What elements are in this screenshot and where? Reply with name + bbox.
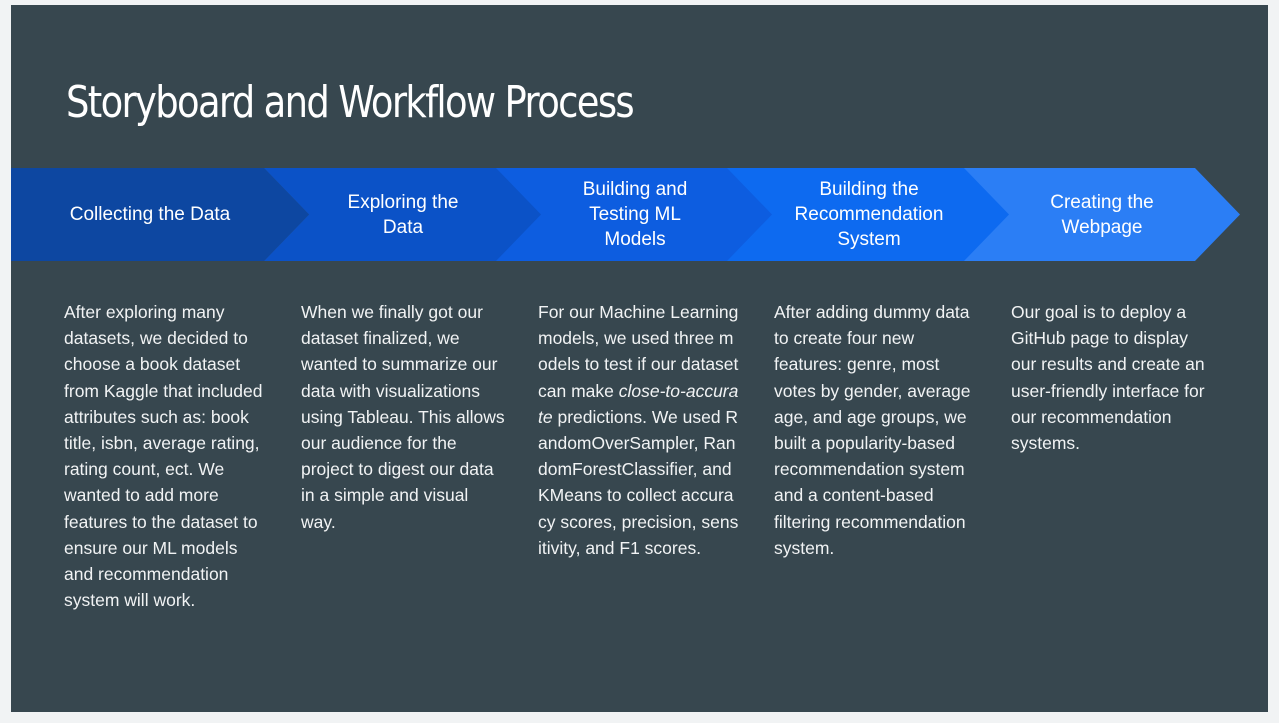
step-building-ml-models: Building and Testing ML Models [496, 168, 774, 261]
description-collecting-data: After exploring many datasets, we decide… [64, 302, 263, 611]
description-building-ml-models: For our Machine Learning models, we used… [538, 299, 741, 561]
description-text: predictions. We used RandomOverSampler, … [538, 406, 739, 558]
workflow-chevrons: Collecting the Data Exploring the Data B… [11, 168, 1268, 261]
step-label: Creating the Webpage [1050, 191, 1154, 238]
step-label: Collecting the Data [69, 204, 231, 225]
step-collecting-data: Collecting the Data [11, 168, 309, 261]
description-building-recommendation-system: After adding dummy data to create four n… [774, 302, 971, 558]
description-emphasis: close-to-accurate [538, 380, 739, 427]
step-exploring-data: Exploring the Data [264, 168, 542, 261]
step-creating-webpage: Creating the Webpage [964, 168, 1240, 261]
step-label: Building the Recommendation System [794, 179, 944, 250]
description-creating-webpage: Our goal is to deploy a GitHub page to d… [1011, 302, 1205, 454]
slide-title: Storyboard and Workflow Process [66, 77, 635, 128]
step-label: Exploring the Data [347, 191, 459, 238]
description-text: For our Machine Learning models, we used… [538, 302, 739, 401]
step-building-recommendation-system: Building the Recommendation System [727, 168, 1011, 261]
description-exploring-data: When we finally got our dataset finalize… [301, 302, 505, 532]
slide: Storyboard and Workflow Process Collecti… [11, 5, 1268, 712]
step-label: Building and Testing ML Models [582, 179, 688, 250]
